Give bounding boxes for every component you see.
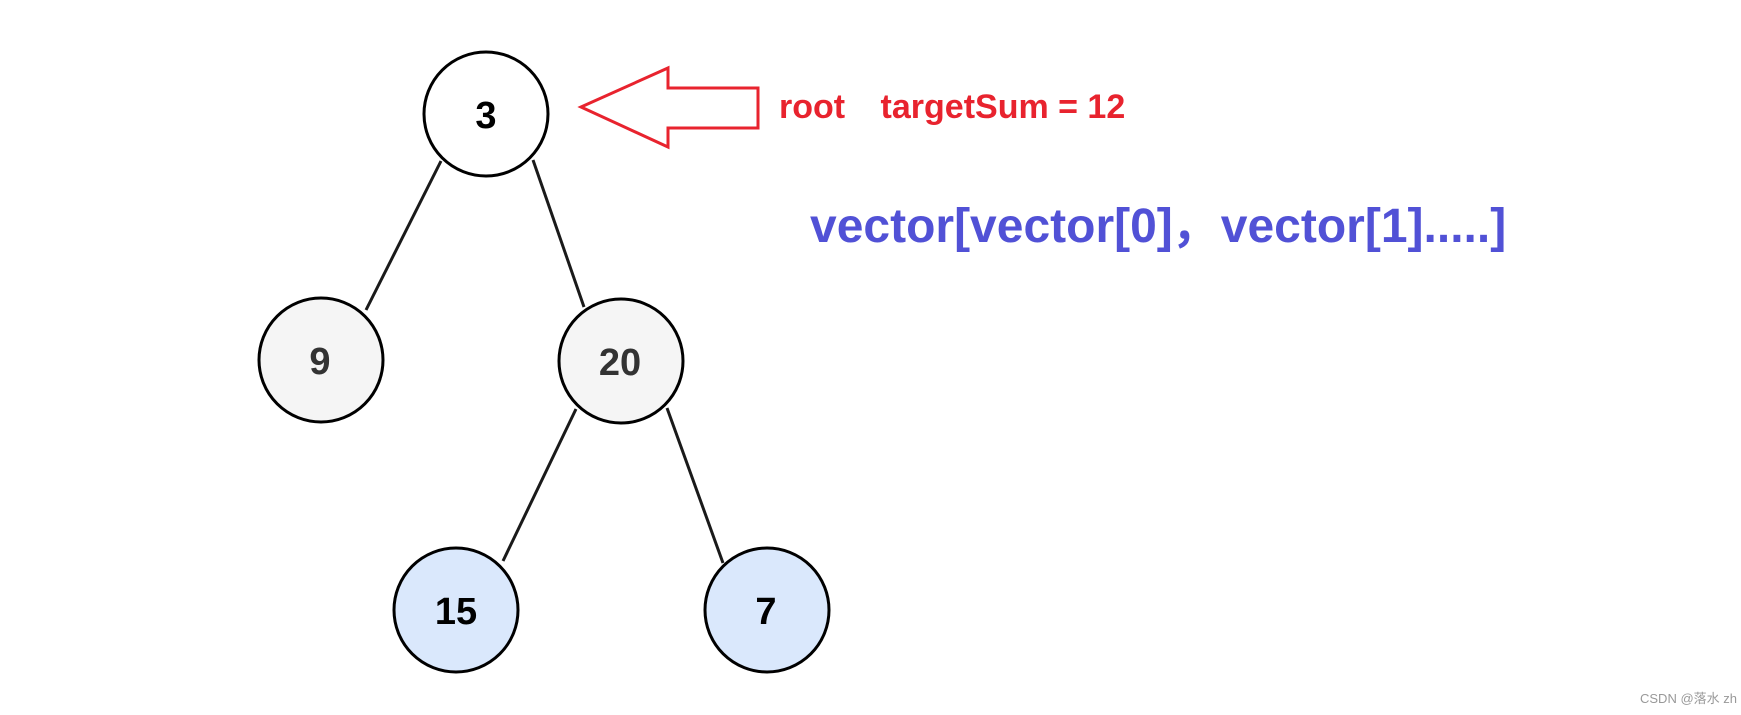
tree-node-15: 15 — [392, 546, 520, 674]
node-label: 20 — [599, 342, 641, 384]
target-sum-label: targetSum = 12 — [881, 88, 1126, 126]
node-circle — [422, 50, 550, 178]
node-circle — [557, 297, 685, 425]
node-label: 9 — [309, 341, 330, 383]
tree-node-9: 9 — [257, 296, 385, 424]
node-label: 7 — [755, 591, 776, 633]
tree-node-7: 7 — [703, 546, 831, 674]
node-circle — [257, 296, 385, 424]
node-label: 3 — [475, 95, 496, 137]
tree-node-3: 3 — [422, 50, 550, 178]
node-label: 15 — [435, 591, 477, 633]
left-arrow-icon — [577, 65, 760, 150]
edge-3-to-20 — [531, 159, 586, 308]
vector-result-annotation: vector[vector[0]，vector[1].....] — [810, 200, 1506, 253]
tree-node-20: 20 — [557, 297, 685, 425]
edge-20-to-15 — [501, 408, 578, 562]
watermark-text: CSDN @落水 zh — [1640, 691, 1737, 706]
root-label: root — [779, 88, 845, 126]
node-circle — [703, 546, 831, 674]
tree-edges — [364, 159, 725, 564]
edge-3-to-9 — [364, 160, 443, 311]
root-target-annotation: root targetSum = 12 — [779, 88, 1125, 126]
node-circle — [392, 546, 520, 674]
edge-20-to-7 — [665, 407, 725, 564]
